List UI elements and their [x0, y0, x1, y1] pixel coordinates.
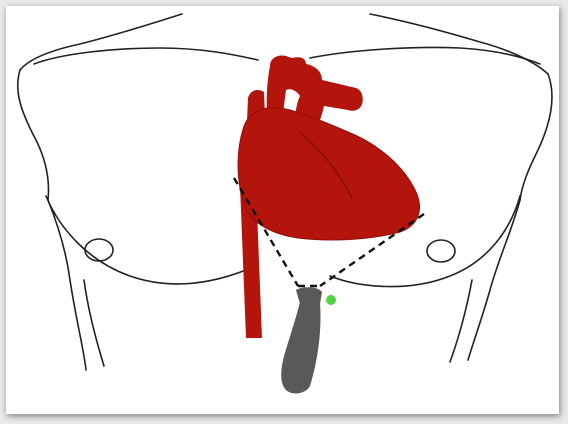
left-arm-inner — [84, 280, 104, 366]
right-side — [468, 200, 520, 360]
left-pec — [46, 196, 246, 284]
right-shoulder — [520, 74, 552, 200]
left-neck-line — [20, 14, 182, 70]
probe-head — [296, 287, 322, 304]
heart-body — [238, 108, 419, 240]
probe-handle — [281, 302, 320, 393]
left-nipple — [85, 239, 113, 261]
ultrasound-probe — [281, 287, 336, 393]
right-nipple — [427, 240, 455, 262]
left-collar-line — [34, 48, 258, 64]
probe-orientation-marker — [326, 295, 336, 305]
left-shoulder — [18, 70, 49, 200]
left-side — [48, 200, 86, 370]
heart — [238, 55, 419, 240]
right-neck-line — [370, 14, 548, 74]
right-arm-inner — [450, 280, 472, 362]
